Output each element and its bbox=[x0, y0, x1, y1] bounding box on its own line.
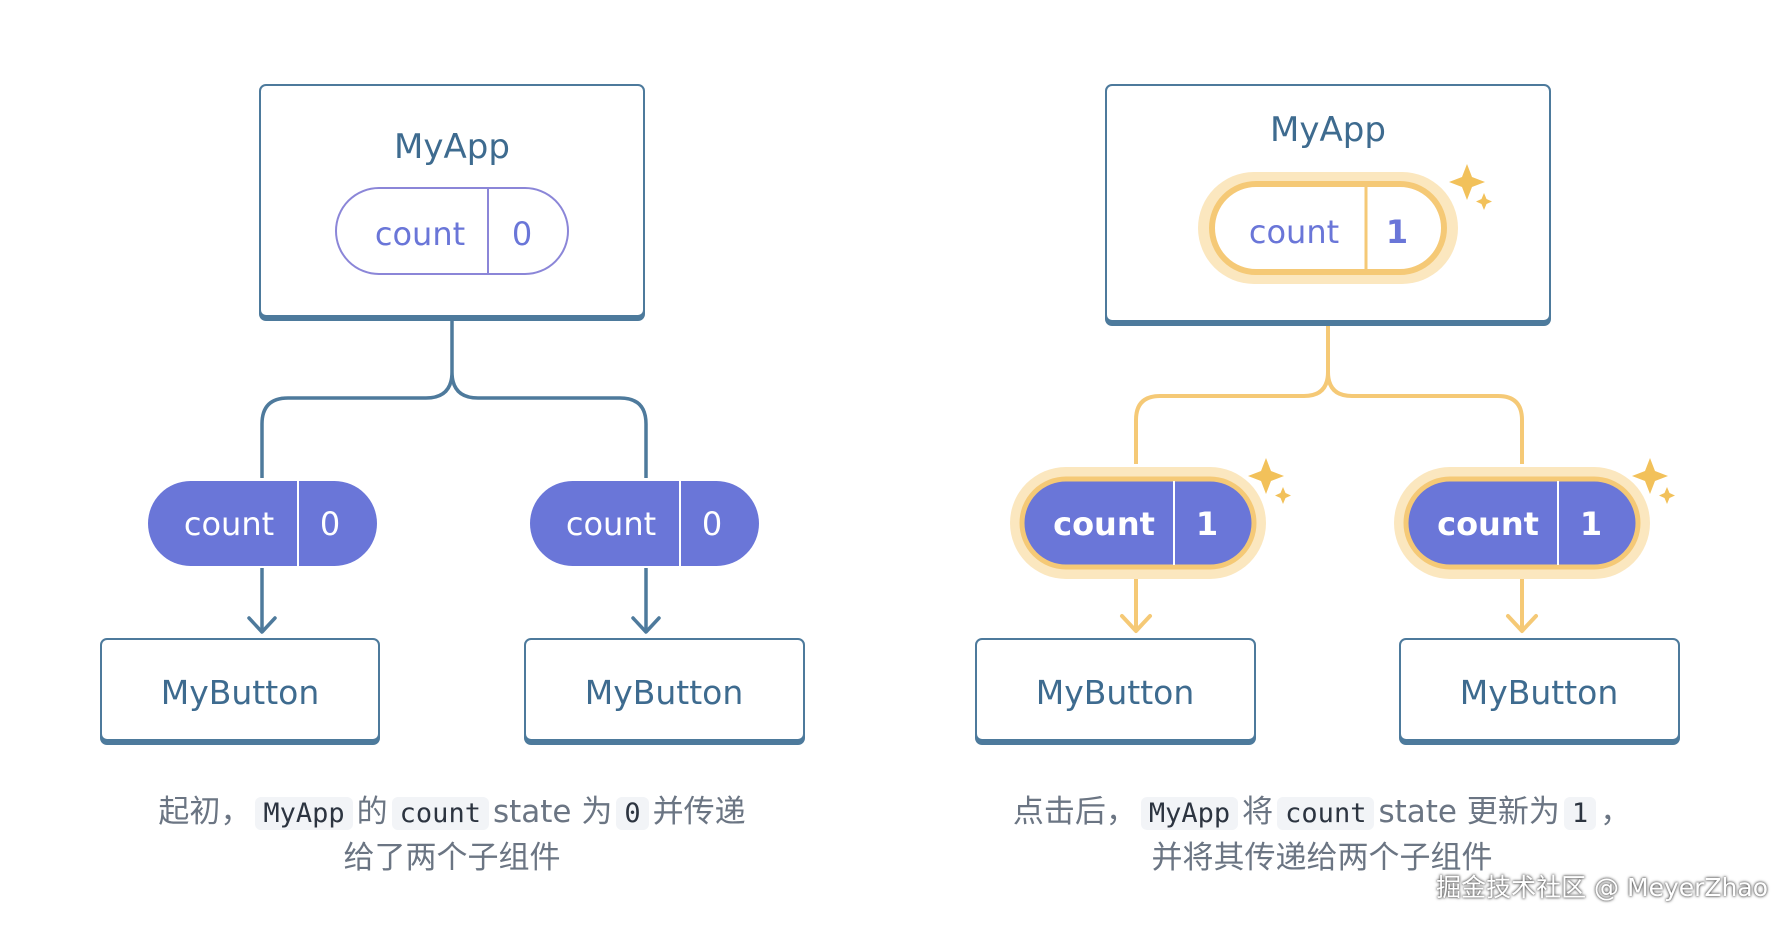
right-prop-value-2: 1 bbox=[1580, 505, 1602, 543]
left-prop-value-1: 0 bbox=[320, 505, 340, 543]
right-caption-text-1: 点击后， bbox=[1012, 794, 1137, 830]
right-caption-line-2: 并将其传递给两个子组件 bbox=[1151, 840, 1493, 876]
left-arrow-1-head bbox=[247, 616, 277, 634]
left-prop-key-1: count bbox=[184, 505, 274, 543]
right-caption-code-value: 1 bbox=[1563, 797, 1597, 830]
left-arrow-2-head bbox=[631, 616, 661, 634]
right-arrow-2-head bbox=[1506, 614, 1538, 633]
left-caption-code-value: 0 bbox=[616, 797, 649, 830]
left-caption-text-2: 的 bbox=[356, 794, 388, 830]
watermark: 掘金技术社区 @ MeyerZhao bbox=[1436, 873, 1768, 902]
right-tree-connector bbox=[1134, 324, 1524, 464]
right-caption-text-2: 将 bbox=[1242, 794, 1274, 830]
right-mybutton-box-1 bbox=[975, 638, 1256, 741]
right-diagram: MyApp count 1 count 1 count 1 bbox=[975, 84, 1680, 741]
left-caption-line-2: 给了两个子组件 bbox=[343, 840, 561, 876]
right-arrow-1-head bbox=[1120, 614, 1152, 633]
left-myapp-label: MyApp bbox=[394, 127, 510, 167]
right-state-value: 1 bbox=[1386, 213, 1408, 251]
left-state-key: count bbox=[375, 215, 465, 253]
left-caption-text-4: 并传递 bbox=[652, 794, 746, 830]
left-prop-pill-2 bbox=[530, 481, 759, 566]
right-state-key: count bbox=[1249, 213, 1339, 251]
left-state-value: 0 bbox=[512, 215, 532, 253]
left-caption-text-1: 起初， bbox=[158, 794, 252, 830]
right-prop-pill-1 bbox=[1019, 476, 1257, 570]
right-caption-code-myapp: MyApp bbox=[1140, 797, 1239, 830]
right-mybutton-label-1: MyButton bbox=[1036, 673, 1195, 712]
right-mybutton-box-2 bbox=[1399, 638, 1680, 741]
left-caption-code-count: count bbox=[391, 797, 489, 830]
right-state-sparkle-icon bbox=[1449, 164, 1492, 210]
right-myapp-label: MyApp bbox=[1270, 110, 1386, 150]
left-prop-key-2: count bbox=[566, 505, 656, 543]
right-prop-value-1: 1 bbox=[1196, 505, 1218, 543]
right-prop-sparkle-icon-2 bbox=[1632, 458, 1675, 504]
right-prop-pill-2 bbox=[1403, 476, 1641, 570]
right-prop-sparkle-icon-1 bbox=[1248, 458, 1291, 504]
right-prop-key-2: count bbox=[1437, 505, 1539, 543]
right-caption-text-3: state 更新为 bbox=[1378, 794, 1560, 830]
right-caption-text-4: ， bbox=[1600, 794, 1632, 830]
left-mybutton-box-1 bbox=[100, 638, 380, 741]
left-tree-connector bbox=[260, 318, 648, 478]
left-caption-code-myapp: MyApp bbox=[255, 797, 353, 830]
left-mybutton-label-2: MyButton bbox=[585, 673, 744, 712]
left-mybutton-box-2 bbox=[524, 638, 805, 741]
left-mybutton-label-1: MyButton bbox=[161, 673, 320, 712]
left-caption-text-3: state 为 bbox=[492, 794, 613, 830]
left-prop-pill-1 bbox=[148, 481, 377, 566]
right-mybutton-label-2: MyButton bbox=[1460, 673, 1619, 712]
left-diagram: MyApp count 0 count 0 count 0 MyButton M… bbox=[100, 84, 805, 741]
left-prop-value-2: 0 bbox=[702, 505, 722, 543]
right-state-pill bbox=[1209, 181, 1447, 275]
left-state-pill bbox=[335, 187, 569, 275]
right-caption-code-count: count bbox=[1277, 797, 1375, 830]
right-prop-key-1: count bbox=[1053, 505, 1155, 543]
